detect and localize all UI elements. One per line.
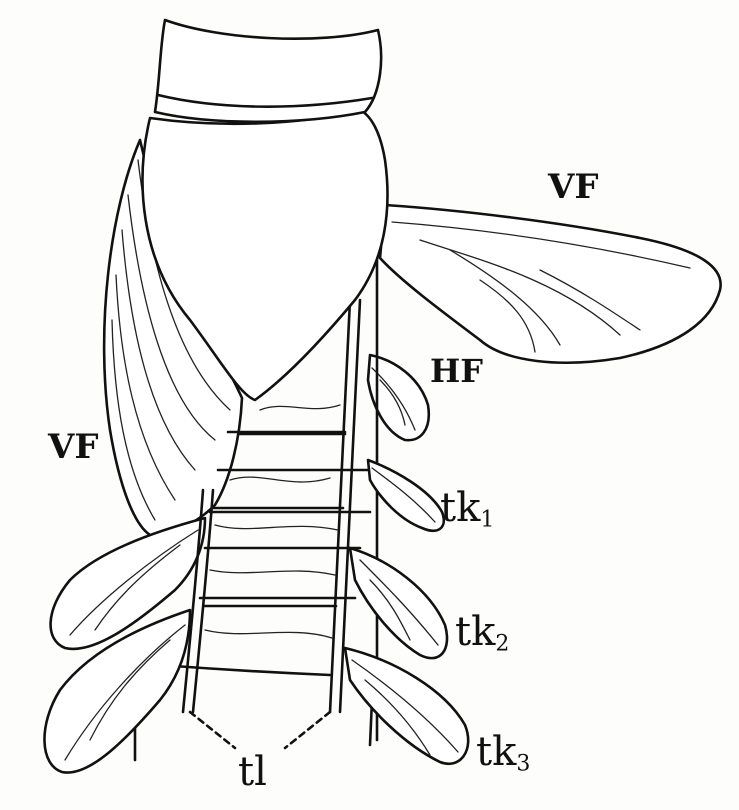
label-vf-left: VF xyxy=(48,427,99,467)
tracheal-trunk-right xyxy=(328,298,362,714)
label-tk3-sub: 3 xyxy=(516,751,531,777)
label-tk1-text: tk xyxy=(440,485,481,531)
left-gill-upper xyxy=(49,516,207,651)
tracheal-trunk-left xyxy=(181,488,215,714)
head xyxy=(153,18,383,124)
label-vf-right: VF xyxy=(548,167,599,207)
left-gill-lower xyxy=(43,608,192,774)
label-tk1: tk1 xyxy=(440,488,494,532)
label-tk2-text: tk xyxy=(455,609,496,655)
label-hf: HF xyxy=(430,352,483,390)
terminal-filaments xyxy=(188,710,332,750)
label-tk3-text: tk xyxy=(476,729,517,775)
tracheal-gill-tk2 xyxy=(348,546,449,660)
right-forewing xyxy=(378,203,722,364)
label-tk3: tk3 xyxy=(476,732,530,776)
label-tk2-sub: 2 xyxy=(495,631,510,657)
label-tk2: tk2 xyxy=(455,612,509,656)
tracheal-cross-connections xyxy=(203,404,347,639)
label-tl: tl xyxy=(238,749,267,795)
tracheal-gill-tk3 xyxy=(343,646,470,765)
tracheal-gill-tk1 xyxy=(366,458,445,532)
label-tk1-sub: 1 xyxy=(480,507,495,533)
